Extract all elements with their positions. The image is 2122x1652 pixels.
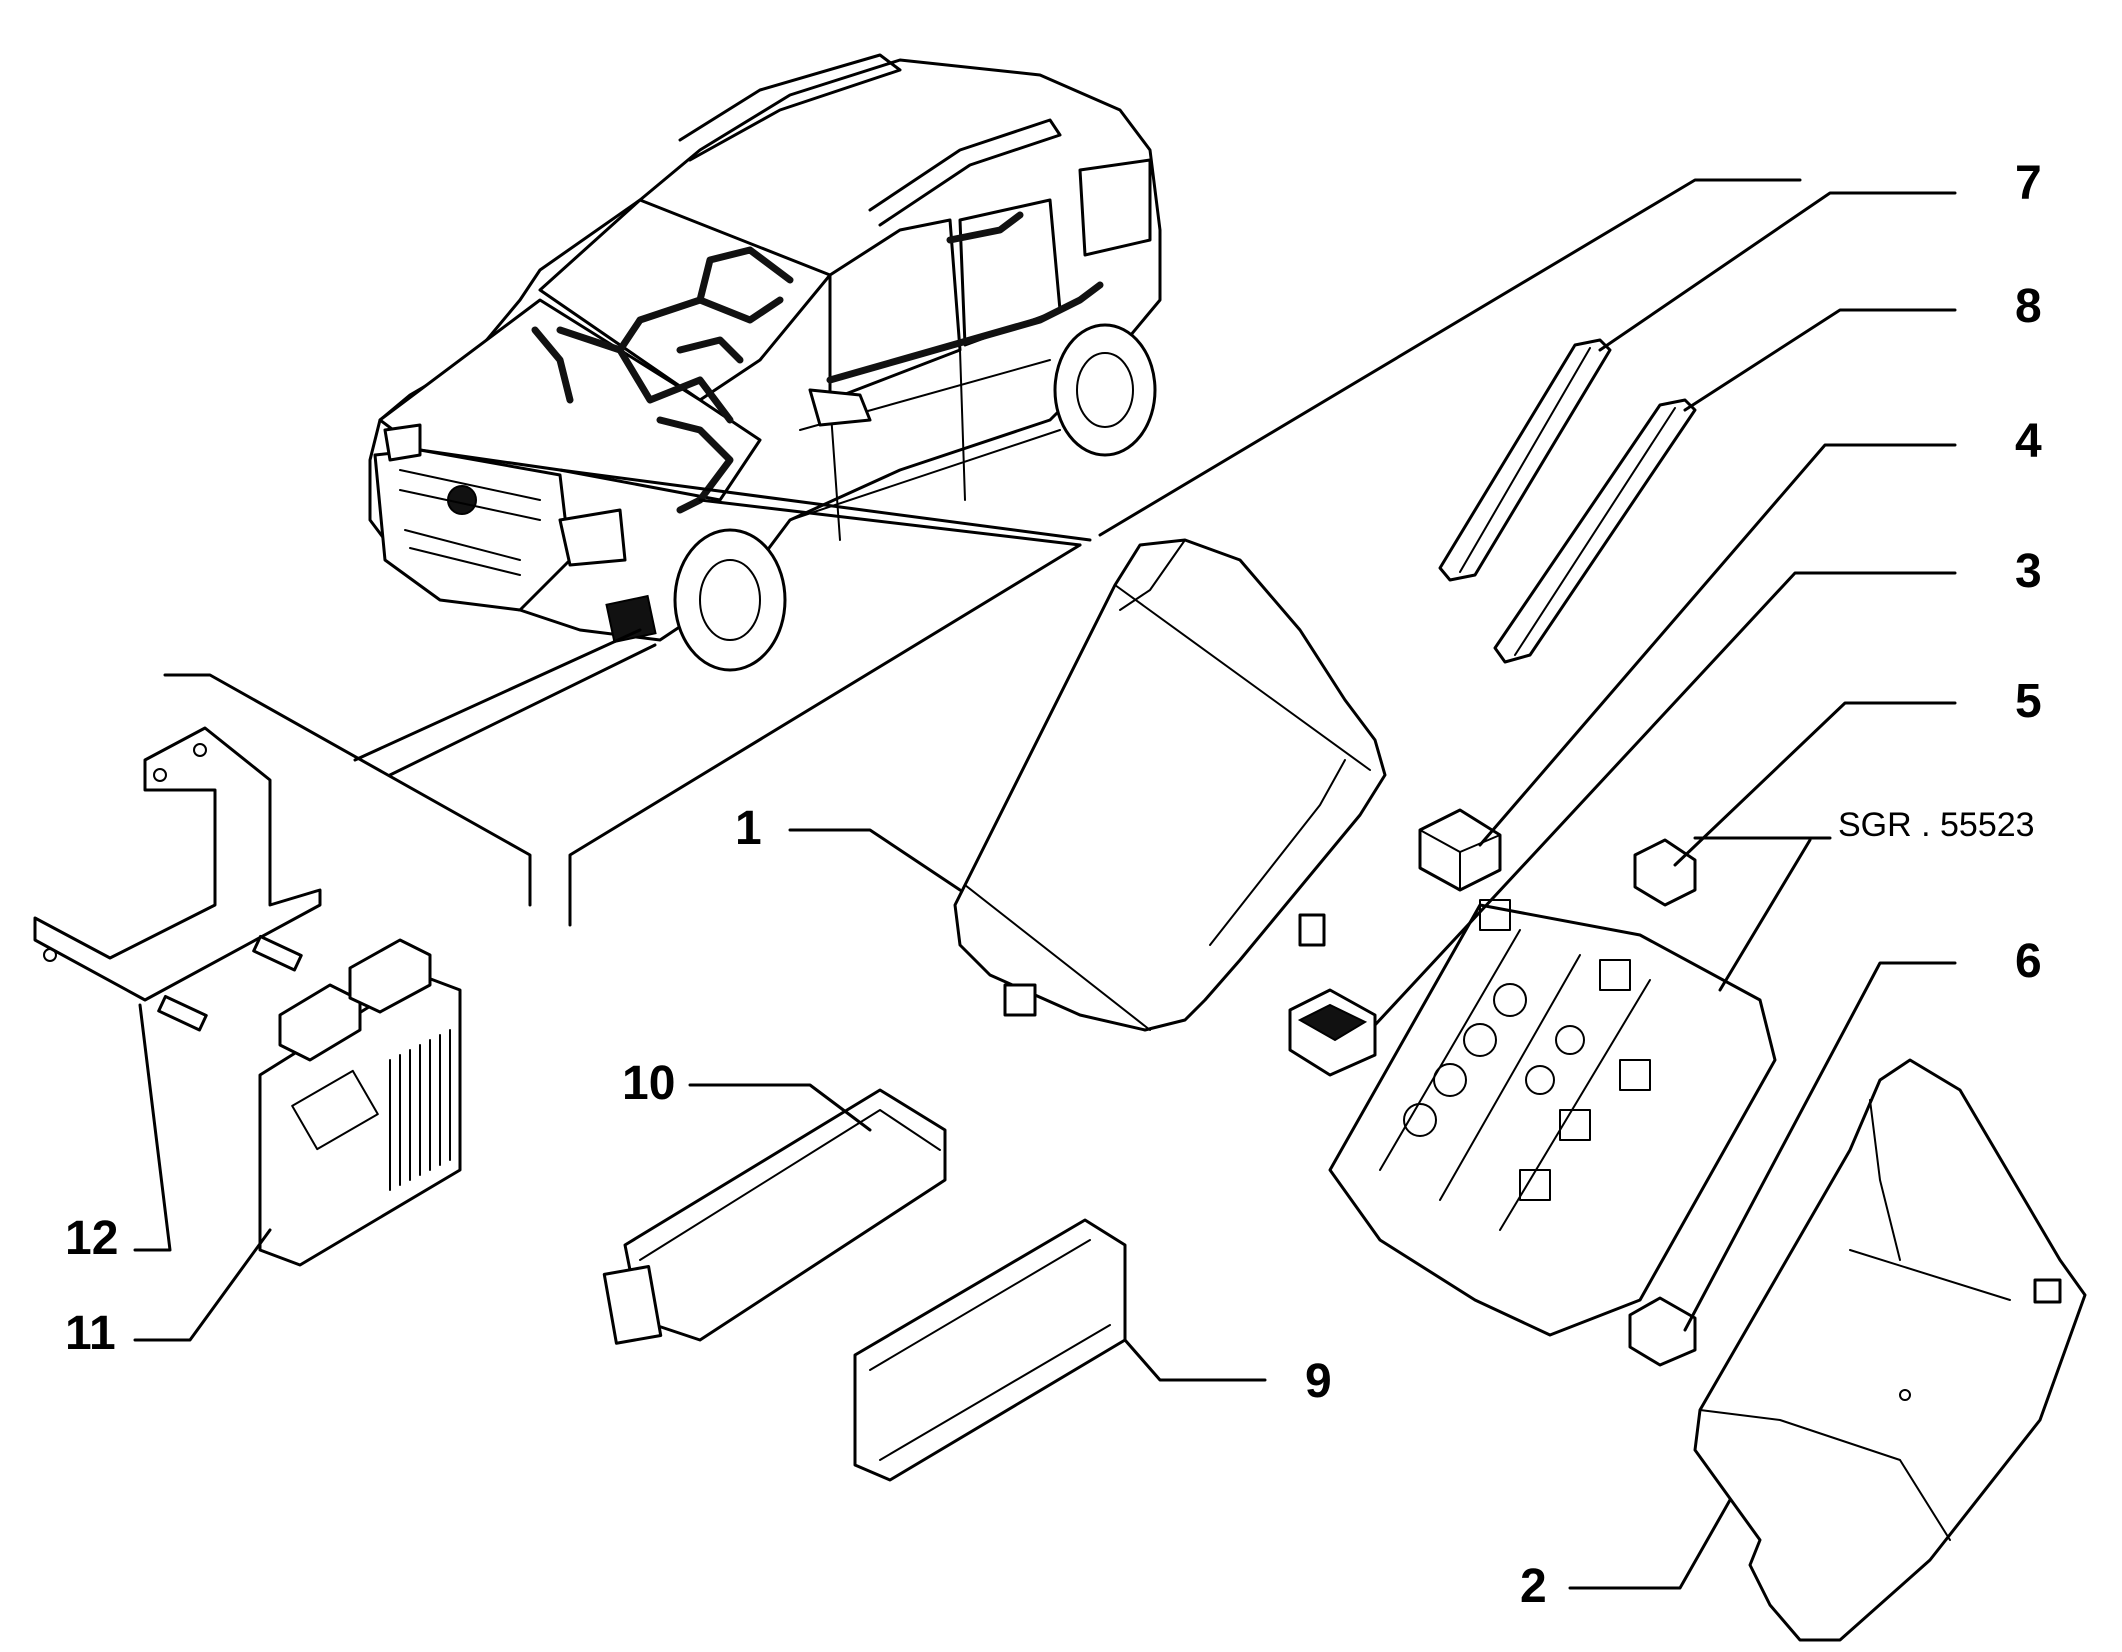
part-4-relay [1418, 808, 1502, 892]
callout-11: 11 [65, 1307, 116, 1360]
callout-1: 1 [735, 802, 762, 855]
part-6-relay [1628, 1296, 1697, 1367]
part-11-ecu [258, 938, 462, 1267]
callout-leaders [133, 191, 1957, 1590]
callout-5: 5 [2015, 675, 2042, 728]
part-2-cover [1693, 1058, 2087, 1642]
vehicle-illustration [353, 53, 1162, 777]
callout-2: 2 [1520, 1560, 1547, 1613]
callout-4: 4 [2015, 415, 2042, 468]
callout-12: 12 [65, 1212, 119, 1265]
part-10-module [602, 1088, 947, 1345]
guide-line-top [1098, 178, 1802, 537]
callout-3: 3 [2015, 545, 2042, 598]
callout-9: 9 [1305, 1355, 1332, 1408]
part-3-relay [1288, 988, 1377, 1077]
part-9-tray [853, 1218, 1127, 1482]
part-12-bracket [33, 726, 322, 1032]
part-1-body-computer-housing [953, 538, 1387, 1032]
fuse-relay-box [1328, 899, 1777, 1337]
guide-line-left [163, 673, 532, 907]
drawing-code: SGR . 55523 [1838, 806, 2035, 844]
part-5-relay [1633, 838, 1697, 907]
callout-7: 7 [2015, 157, 2042, 210]
part-8-rail [1493, 398, 1697, 664]
callout-8: 8 [2015, 280, 2042, 333]
part-7-rail [1438, 338, 1612, 582]
guide-line-mid [568, 543, 1082, 927]
callout-6: 6 [2015, 935, 2042, 988]
callout-10: 10 [622, 1057, 676, 1110]
